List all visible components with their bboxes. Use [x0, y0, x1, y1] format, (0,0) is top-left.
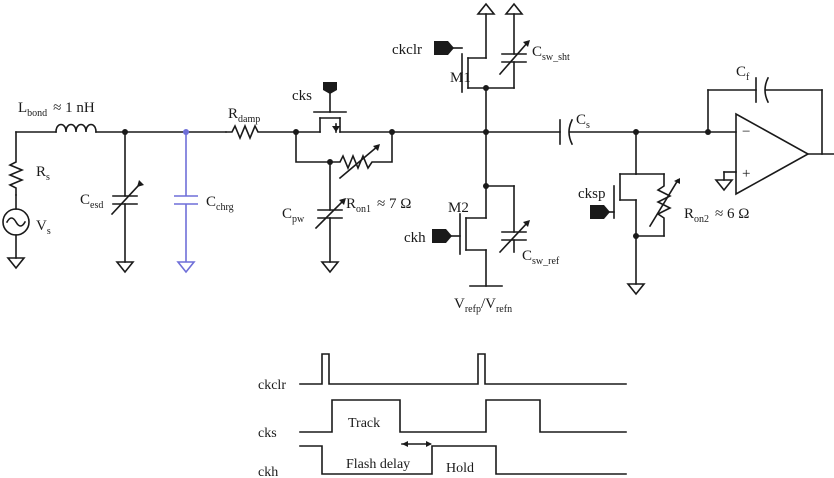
ckh-label: ckh	[404, 230, 426, 246]
vs-label: Vs	[36, 218, 51, 237]
phase-track: Track	[348, 416, 380, 431]
cesd-label: Cesd	[80, 192, 103, 211]
capacitor-cchrg	[174, 132, 198, 274]
timing-ckclr	[299, 353, 627, 385]
m2-label: M2	[448, 200, 469, 216]
switch-cks	[295, 82, 393, 180]
m1-label: M1	[450, 70, 471, 86]
capacitor-cesd	[110, 131, 144, 274]
phase-hold: Hold	[446, 461, 474, 476]
transistor-m2	[432, 185, 530, 287]
flash-delay-arrow	[401, 441, 432, 447]
phase-flash-delay: Flash delay	[346, 457, 410, 472]
resistor-rs	[7, 131, 25, 196]
cchrg-label: Cchrg	[206, 194, 234, 213]
opamp-plus: +	[742, 166, 750, 182]
switch-cksp	[590, 131, 680, 296]
csw-ref-label: Csw_ref	[522, 248, 560, 267]
voltage-source-vs	[2, 194, 30, 270]
vref-label: Vrefp/Vrefn	[454, 296, 512, 315]
timing-ckh	[299, 445, 627, 475]
ron1-label: Ron1≈ 7 Ω	[346, 196, 411, 215]
cks-label: cks	[292, 88, 312, 104]
timing-label-ckh: ckh	[258, 465, 278, 478]
csw-sht-label: Csw_sht	[532, 44, 570, 63]
transistor-m1	[434, 2, 530, 133]
capacitor-cpw	[314, 161, 346, 274]
lbond-label: Lbond≈ 1 nH	[18, 100, 95, 119]
rdamp-label: Rdamp	[228, 106, 260, 125]
resistor-rdamp	[225, 123, 297, 141]
timing-label-ckclr: ckclr	[258, 378, 286, 393]
ckclr-label: ckclr	[392, 42, 422, 58]
cpw-label: Cpw	[282, 206, 305, 225]
cksp-label: cksp	[578, 186, 606, 202]
capacitor-cf	[707, 76, 823, 155]
rs-label: Rs	[36, 164, 50, 183]
opamp-minus: −	[742, 124, 750, 140]
timing-cks	[299, 399, 627, 433]
cs-label: Cs	[576, 112, 590, 131]
timing-label-cks: cks	[258, 426, 277, 441]
ron2-label: Ron2≈ 6 Ω	[684, 206, 749, 225]
op-amp	[707, 112, 834, 196]
cf-label: Cf	[736, 64, 750, 83]
inductor-lbond	[55, 123, 97, 133]
